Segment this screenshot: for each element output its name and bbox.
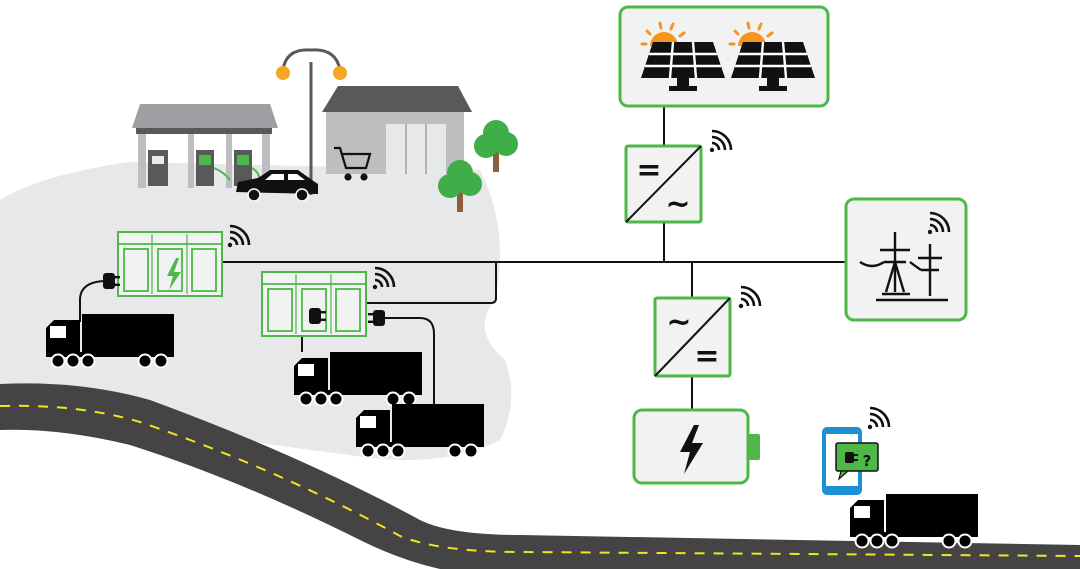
wifi-icon bbox=[737, 285, 762, 310]
truck-4 bbox=[849, 493, 979, 549]
road-marking bbox=[0, 404, 1080, 557]
car-icon bbox=[236, 170, 318, 202]
lightning-icon bbox=[680, 425, 703, 474]
power-tower-icon bbox=[859, 232, 948, 302]
tree-icon bbox=[474, 120, 518, 172]
road-surface bbox=[0, 383, 1080, 569]
gas-station bbox=[132, 104, 278, 188]
wifi-icon bbox=[708, 129, 733, 154]
dc-ac-inverter: = ~ bbox=[624, 129, 733, 224]
power-grid bbox=[844, 197, 968, 322]
lightning-icon bbox=[167, 258, 181, 290]
battery-storage bbox=[632, 408, 760, 485]
smartphone-app: ? bbox=[822, 406, 891, 495]
fuel-pump-icon bbox=[148, 150, 168, 186]
shopping-cart-icon bbox=[334, 146, 372, 181]
ac-symbol: ~ bbox=[665, 187, 690, 222]
dc-symbol: = bbox=[636, 153, 661, 188]
dc-symbol: = bbox=[694, 339, 719, 374]
wifi-icon bbox=[866, 406, 891, 431]
ac-symbol: ~ bbox=[666, 305, 691, 340]
ac-dc-converter: ~ = bbox=[653, 285, 762, 378]
road bbox=[0, 383, 1080, 569]
street-lamp bbox=[276, 48, 347, 195]
question-mark: ? bbox=[863, 452, 872, 470]
charging-cabinet-1 bbox=[117, 224, 251, 297]
plug-icon bbox=[845, 452, 854, 463]
shop bbox=[322, 86, 472, 181]
solar-panels bbox=[618, 5, 830, 108]
